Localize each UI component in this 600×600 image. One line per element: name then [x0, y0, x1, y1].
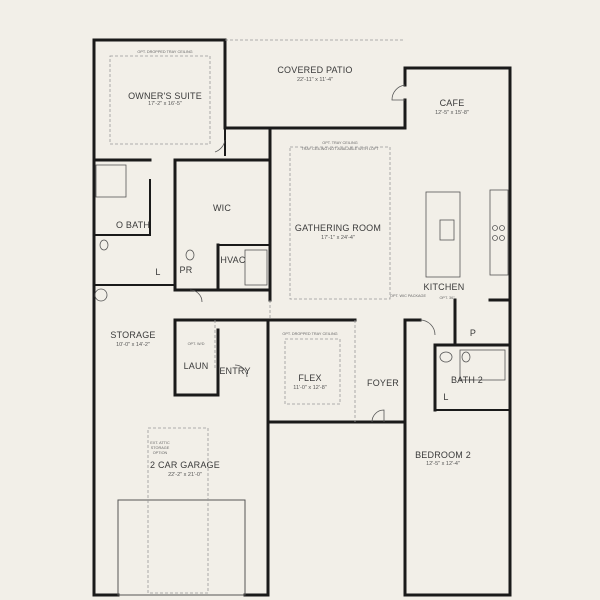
laundry-note: OPT. W/D	[187, 342, 205, 346]
bath-2-label: BATH 2	[450, 375, 484, 385]
flex-label: FLEX	[298, 373, 322, 383]
o-bath-label: O BATH	[115, 220, 151, 230]
gathering-note-2: TRAY CEILING NOT AVAILABLE WITH LOFT	[301, 147, 379, 151]
linen-2-label: L	[443, 392, 449, 402]
covered-patio-label: COVERED PATIO	[277, 65, 353, 75]
gathering-room-label: GATHERING ROOM	[294, 223, 382, 233]
bedroom-2-size: 12'-5" x 12'-4"	[426, 461, 460, 467]
owners-suite-note: OPT. DROPPED TRAY CEILING	[137, 50, 193, 54]
bedroom-2-label: BEDROOM 2	[415, 450, 471, 460]
door-swings	[189, 84, 436, 423]
garage-note-1: EXT. ATTIC	[150, 441, 170, 445]
laundry-label: LAUN	[183, 361, 209, 371]
foyer-label: FOYER	[366, 378, 400, 388]
garage-note-2: STORAGE	[150, 446, 170, 450]
wic-label: WIC	[212, 203, 232, 213]
garage-door	[117, 499, 246, 596]
garage-note-3: OPTION	[152, 451, 168, 455]
cafe-label: CAFE	[439, 98, 465, 108]
flex-size: 11'-0" x 12'-8"	[293, 385, 327, 391]
garage-label: 2 CAR GARAGE	[150, 460, 220, 470]
flex-note: OPT. DROPPED TRAY CEILING	[282, 332, 338, 336]
pantry-label: P	[469, 328, 477, 338]
cafe-size: 12'-5" x 15'-8"	[435, 110, 469, 116]
garage-size: 22'-2" x 21'-0"	[168, 472, 202, 478]
kitchen-label: KITCHEN	[423, 282, 465, 292]
gathering-note-1: OPT. TRAY CEILING	[322, 141, 358, 145]
kitchen-note-2: OPT. 36"	[439, 296, 455, 300]
kitchen-note-1: OPT. WIC PACKAGE	[389, 294, 427, 298]
storage-size: 10'-0" x 14'-2"	[116, 342, 150, 348]
owners-suite-size: 17'-2" x 16'-5"	[148, 101, 182, 107]
gathering-room-size: 17'-1" x 24'-4"	[321, 235, 355, 241]
fixtures	[94, 164, 506, 381]
kitchen-island	[425, 189, 509, 278]
entry-label: ENTRY	[219, 366, 251, 376]
owners-suite-label: OWNER'S SUITE	[128, 91, 202, 101]
covered-patio-size: 22'-11" x 11'-4"	[296, 77, 334, 83]
walls	[92, 38, 512, 597]
hvac-label: HVAC	[220, 255, 246, 265]
storage-label: STORAGE	[110, 330, 156, 340]
pr-label: PR	[179, 265, 193, 275]
linen-1-label: L	[155, 267, 161, 277]
dashed-outlines	[109, 39, 405, 594]
